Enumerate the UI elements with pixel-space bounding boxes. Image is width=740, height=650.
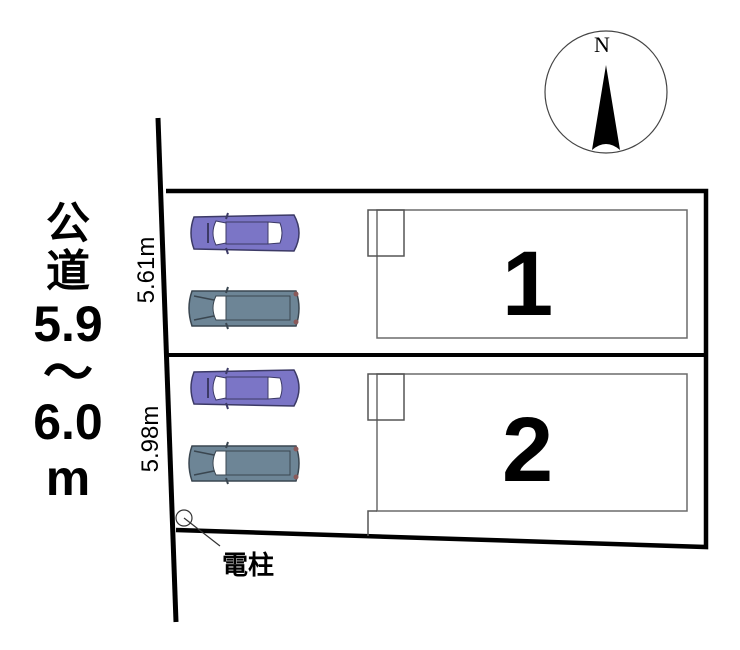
lot-1-number: 1 — [502, 233, 554, 335]
compass-north-label: N — [594, 32, 610, 57]
road-edge-line — [155, 117, 179, 623]
road-width-from: 5.9 — [33, 296, 103, 352]
lot-2-frontage-dimension: 5.98m — [137, 405, 164, 473]
road-width-range-symbol: ～ — [43, 345, 93, 401]
building-footprint-lot-2 — [367, 373, 688, 536]
road-width-unit: m — [45, 450, 91, 506]
lot-2-number: 2 — [502, 399, 554, 501]
parked-car-sedan-lot-2 — [190, 367, 300, 410]
lot-1-frontage-dimension: 5.61m — [133, 236, 160, 304]
road-label-kanji-2: 道 — [46, 246, 90, 297]
road-label-kanji-1: 公 — [46, 198, 90, 249]
parked-car-sedan-lot-1 — [190, 212, 300, 255]
parked-car-wagon-lot-1 — [188, 286, 300, 330]
building-footprint-lot-1 — [367, 209, 688, 339]
north-arrow-icon — [544, 30, 668, 154]
parked-car-wagon-lot-2 — [188, 441, 300, 485]
utility-pole-label: 電柱 — [222, 551, 275, 581]
public-road-label: 公 道 5.9 ～ 6.0 m — [18, 198, 118, 507]
site-boundary — [166, 188, 709, 550]
utility-pole-icon — [175, 509, 221, 547]
road-width-to: 6.0 — [33, 394, 103, 450]
